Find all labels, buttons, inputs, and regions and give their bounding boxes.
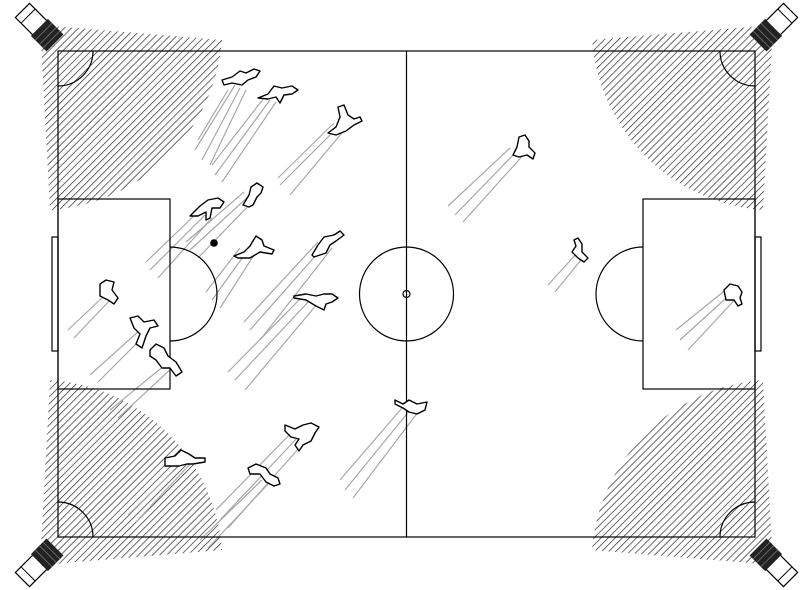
beam-top-right bbox=[592, 25, 773, 210]
player bbox=[294, 294, 338, 310]
player bbox=[130, 316, 158, 348]
player bbox=[395, 400, 427, 414]
player bbox=[328, 105, 362, 135]
player bbox=[258, 86, 298, 103]
beam-top-left bbox=[40, 25, 222, 210]
player bbox=[222, 69, 260, 85]
player bbox=[572, 238, 588, 262]
player bbox=[150, 344, 182, 376]
player bbox=[190, 198, 224, 220]
left-penalty-arc bbox=[170, 247, 217, 341]
player bbox=[513, 135, 535, 159]
player bbox=[234, 236, 274, 258]
player bbox=[100, 280, 118, 304]
right-goal bbox=[755, 237, 761, 351]
left-goal bbox=[52, 237, 58, 351]
ball bbox=[210, 239, 218, 247]
right-penalty-arc bbox=[596, 247, 643, 341]
player bbox=[724, 284, 742, 306]
player bbox=[243, 183, 263, 207]
player bbox=[285, 423, 319, 451]
